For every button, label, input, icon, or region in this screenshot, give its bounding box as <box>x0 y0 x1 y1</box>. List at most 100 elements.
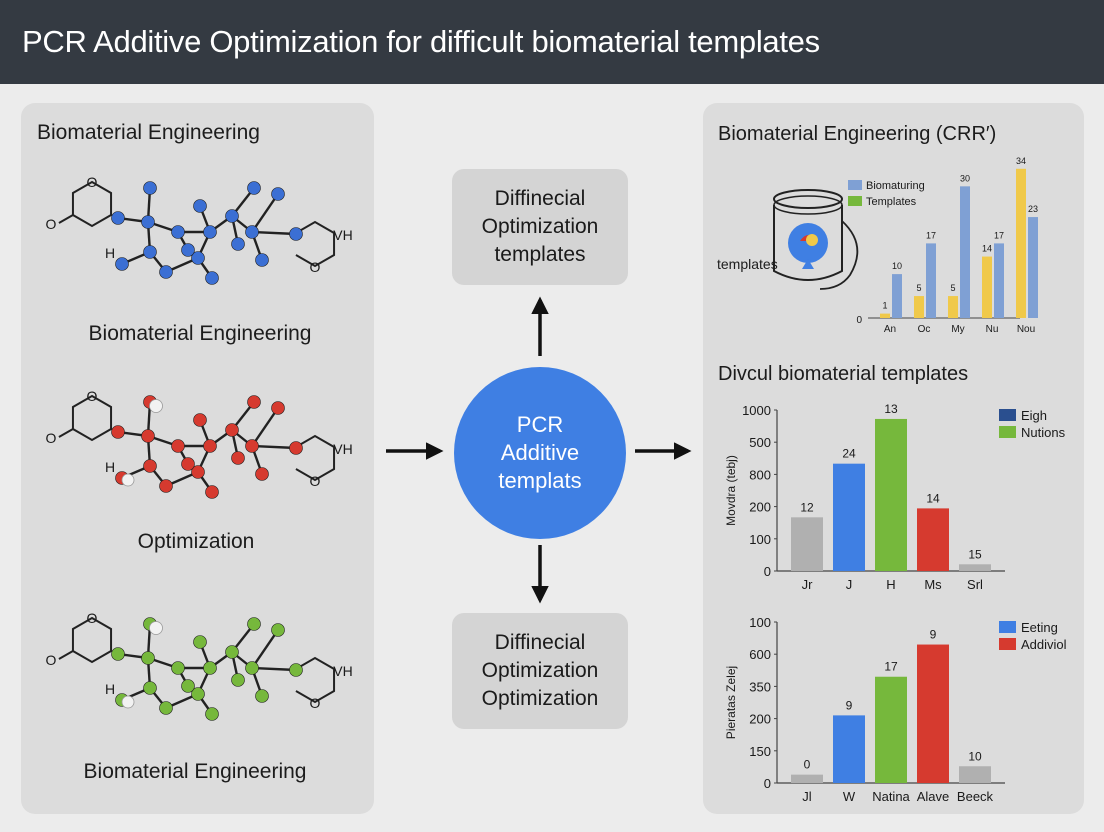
atom <box>225 209 239 223</box>
chart1-x-tick: Nou <box>1017 324 1035 335</box>
bond <box>251 193 279 233</box>
chart3-legend-swatch <box>999 621 1016 633</box>
atom <box>225 423 239 437</box>
ring-right <box>295 220 336 268</box>
chart2-bar <box>833 463 865 571</box>
chart2-y-tick: 800 <box>749 467 771 482</box>
page-title: PCR Additive Optimization for difficult … <box>22 24 820 59</box>
atom <box>159 479 173 493</box>
atom <box>193 199 207 213</box>
top-box-line-1: Diffinecial <box>494 187 586 210</box>
atom <box>143 181 157 195</box>
atom <box>111 647 125 661</box>
chart2-x-tick: H <box>886 577 895 592</box>
left-panel-title: Biomaterial Engineering <box>37 121 260 144</box>
atom <box>247 617 261 631</box>
ring-left <box>71 616 113 664</box>
atom-label-o-left: O <box>46 652 57 668</box>
bottom-box-line-2: Optimization <box>481 659 599 682</box>
chart2-data-label: 15 <box>968 547 982 561</box>
chart1-bar <box>948 296 958 318</box>
atom <box>289 663 303 677</box>
chart2-legend-swatch <box>999 409 1016 421</box>
chart1-data-label: 34 <box>1016 156 1026 166</box>
chart3-y-label: Pieratas Zelej <box>724 666 738 739</box>
atom <box>205 485 219 499</box>
chart3-data-label: 9 <box>846 698 853 712</box>
atom <box>247 181 261 195</box>
ring-right <box>295 656 336 704</box>
atom <box>255 689 269 703</box>
chart3-bar <box>917 644 949 783</box>
atom <box>289 441 303 455</box>
atom <box>255 253 269 267</box>
chart3-data-label: 17 <box>884 660 898 674</box>
chart1-data-label: 14 <box>982 244 992 254</box>
chart2-y-tick: 1000 <box>742 403 771 418</box>
atom <box>191 465 205 479</box>
atom <box>245 439 259 453</box>
sample-tube-icon <box>773 189 859 290</box>
atom-label-vh: VH <box>333 663 352 679</box>
atom-hydrogen <box>121 473 135 487</box>
atom <box>193 635 207 649</box>
chart3-x-tick: Jl <box>802 789 812 804</box>
chart1-data-label: 10 <box>892 261 902 271</box>
chart1-bar <box>1028 217 1038 318</box>
atom-label-o-left: O <box>46 216 57 232</box>
chart3-legend-swatch <box>999 638 1016 650</box>
bottom-box-line-1: Diffinecial <box>494 631 586 654</box>
atom-label-vh: VH <box>333 227 352 243</box>
chart3-data-label: 0 <box>804 758 811 772</box>
chart2-x-tick: J <box>846 577 853 592</box>
chart1-bar <box>914 296 924 318</box>
ring-left-bond <box>58 214 74 224</box>
chart3-x-tick: Beeck <box>957 789 994 804</box>
atom <box>111 425 125 439</box>
chart3-y-tick: 600 <box>749 647 771 662</box>
chart1-data-label: 17 <box>994 230 1004 240</box>
atom-label-o-bottom: O <box>310 259 321 275</box>
chart1-bar <box>880 313 890 318</box>
chart2-data-label: 24 <box>842 447 856 461</box>
atom <box>205 707 219 721</box>
atom-label-o-bottom: O <box>310 695 321 711</box>
ring-left-bond <box>58 428 74 438</box>
atom <box>181 679 195 693</box>
bond <box>251 407 279 447</box>
top-box-line-2: Optimization <box>481 215 599 238</box>
chart1-x-tick: Oc <box>918 324 931 335</box>
chart2-y-tick: 0 <box>764 564 771 579</box>
chart2-y-tick: 500 <box>749 435 771 450</box>
chart2-data-label: 14 <box>926 491 940 505</box>
atom <box>193 413 207 427</box>
atom <box>141 429 155 443</box>
chart3-data-label: 10 <box>968 749 982 763</box>
chart3-y-tick: 100 <box>749 615 771 630</box>
chart3-data-label: 9 <box>930 628 937 642</box>
chart1-y-tick: 0 <box>856 315 862 326</box>
atom-label-o-top: O <box>87 174 98 190</box>
chart-1: 0An110Oc517My530Nu1417Nou3423Biomaturing… <box>848 156 1038 335</box>
bottom-box-line-3: Optimization <box>481 687 599 710</box>
atom <box>203 439 217 453</box>
chart3-x-tick: Alave <box>917 789 950 804</box>
molecule-2-caption: Optimization <box>137 530 255 553</box>
atom-hydrogen <box>149 399 163 413</box>
atom <box>245 661 259 675</box>
atom-label-o-bottom: O <box>310 473 321 489</box>
chart1-x-tick: Nu <box>986 324 999 335</box>
chart3-bar <box>833 715 865 783</box>
atom <box>271 187 285 201</box>
right-top-title: Biomaterial Engineering (CRR′) <box>718 123 997 145</box>
atom <box>231 237 245 251</box>
chart2-x-tick: Ms <box>924 577 942 592</box>
right-middle-title: Divcul biomaterial templates <box>718 363 969 385</box>
atom-label-h: H <box>105 245 115 261</box>
atom-label-o-top: O <box>87 610 98 626</box>
bond <box>251 230 297 236</box>
circle-line-2: Additive <box>500 440 580 465</box>
